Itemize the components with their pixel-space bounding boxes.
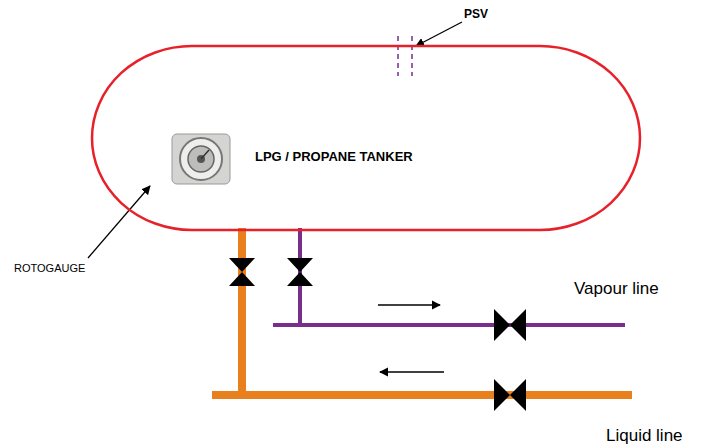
leader-line xyxy=(416,22,462,46)
vapour-pipe xyxy=(273,228,625,325)
line-label: Vapour line xyxy=(574,279,659,299)
tank-outline xyxy=(90,44,642,232)
psv-symbol xyxy=(398,36,412,76)
valve-symbol xyxy=(494,309,526,411)
part-label: ROTOGAUGE xyxy=(14,262,85,275)
line-label: Liquid line xyxy=(606,426,683,446)
flow-arrow xyxy=(380,371,444,372)
part-label: PSV xyxy=(464,8,488,22)
tank-outline xyxy=(92,46,640,230)
liquid-pipe xyxy=(212,228,632,395)
tank-title: LPG / PROPANE TANKER xyxy=(255,150,413,165)
valve-symbol xyxy=(229,258,313,286)
leader-line xyxy=(88,186,150,258)
flow-arrow xyxy=(378,304,440,305)
tank-shape: LPG / PROPANE TANKER xyxy=(90,44,642,232)
rotogauge-picture xyxy=(172,134,230,184)
